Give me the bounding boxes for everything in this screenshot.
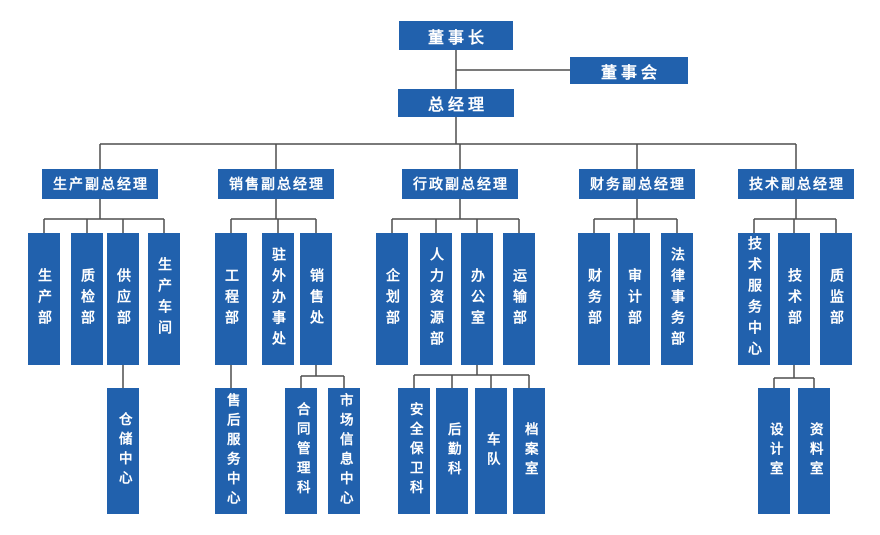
node-label: 技术服务中心	[746, 236, 762, 362]
node-chairman: 董事长	[399, 21, 513, 50]
node-archives-room: 档案室	[513, 388, 545, 514]
node-production-workshop: 生产车间	[148, 233, 180, 365]
node-general-manager: 总经理	[398, 89, 514, 117]
node-office: 办公室	[461, 233, 493, 365]
node-security-section: 安全保卫科	[398, 388, 430, 514]
node-aftersales-service-center: 售后服务中心	[215, 388, 247, 514]
node-label: 技术部	[786, 267, 802, 331]
node-label: 合同管理科	[293, 402, 310, 500]
node-label: 售后服务中心	[223, 392, 240, 510]
node-vp-sales: 销售副总经理	[218, 169, 334, 199]
node-engineering-dept: 工程部	[215, 233, 247, 365]
node-label: 运输部	[511, 267, 527, 331]
node-label: 质监部	[828, 267, 844, 331]
node-label: 驻外办事处	[270, 246, 286, 352]
node-logistics-section: 后勤科	[436, 388, 468, 514]
node-quality-inspection-dept: 质检部	[71, 233, 103, 365]
node-label: 后勤科	[444, 421, 461, 481]
node-label: 办公室	[469, 267, 485, 331]
node-contract-management-section: 合同管理科	[285, 388, 317, 514]
node-market-info-center: 市场信息中心	[328, 388, 360, 514]
node-label: 企划部	[384, 267, 400, 331]
node-label: 供应部	[115, 267, 131, 331]
node-label: 工程部	[223, 267, 239, 331]
node-quality-supervision-dept: 质监部	[820, 233, 852, 365]
node-label: 市场信息中心	[336, 392, 353, 510]
node-legal-affairs-dept: 法律事务部	[661, 233, 693, 365]
node-vp-production: 生产副总经理	[42, 169, 158, 199]
node-external-offices: 驻外办事处	[262, 233, 294, 365]
node-audit-dept: 审计部	[618, 233, 650, 365]
node-label: 生产车间	[156, 257, 172, 341]
node-vp-finance: 财务副总经理	[579, 169, 695, 199]
node-label: 销售处	[308, 267, 324, 331]
node-transport-dept: 运输部	[503, 233, 535, 365]
node-label: 审计部	[626, 267, 642, 331]
node-label: 法律事务部	[669, 246, 685, 352]
node-hr-dept: 人力资源部	[420, 233, 452, 365]
node-label: 档案室	[521, 421, 538, 481]
node-label: 生产部	[36, 267, 52, 331]
node-vp-technology: 技术副总经理	[738, 169, 854, 199]
node-design-room: 设计室	[758, 388, 790, 514]
node-sales-office: 销售处	[300, 233, 332, 365]
node-label: 质检部	[79, 267, 95, 331]
node-planning-dept: 企划部	[376, 233, 408, 365]
node-label: 财务部	[586, 267, 602, 331]
node-finance-dept: 财务部	[578, 233, 610, 365]
node-supply-dept: 供应部	[107, 233, 139, 365]
node-board: 董事会	[570, 57, 688, 84]
node-label: 资料室	[806, 421, 823, 481]
node-warehouse-center: 仓储中心	[107, 388, 139, 514]
node-reference-room: 资料室	[798, 388, 830, 514]
node-label: 人力资源部	[428, 246, 444, 352]
node-production-dept: 生产部	[28, 233, 60, 365]
node-label: 安全保卫科	[406, 402, 423, 500]
node-motorcade: 车队	[475, 388, 507, 514]
node-label: 设计室	[766, 421, 783, 481]
node-label: 仓储中心	[115, 412, 132, 490]
node-vp-admin: 行政副总经理	[402, 169, 518, 199]
node-label: 车队	[483, 431, 500, 471]
node-tech-service-center: 技术服务中心	[738, 233, 770, 365]
node-technology-dept: 技术部	[778, 233, 810, 365]
